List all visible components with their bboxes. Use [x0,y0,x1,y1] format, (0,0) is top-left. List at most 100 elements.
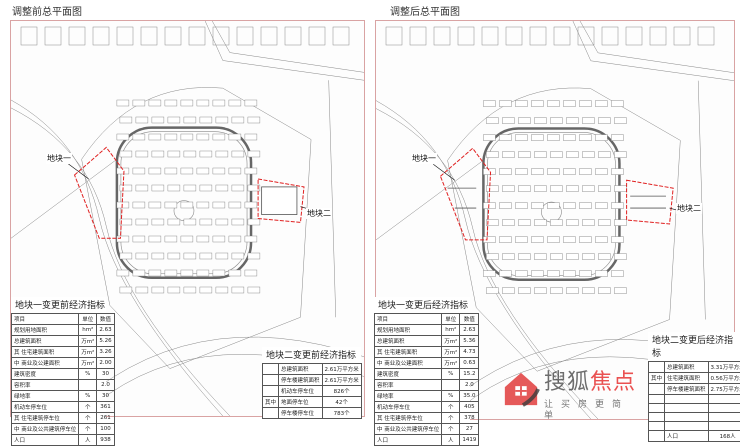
table-row [649,413,740,422]
header-cell: 项目 [375,314,442,325]
table-cell: 万m² [442,358,460,369]
table-cell: 机动车停车位 [375,402,442,413]
table-cell: 27 [460,424,479,435]
table-cell: 5.36 [460,336,479,347]
table-cell: 2.0 [97,380,114,391]
header-cell: 单位 [442,314,460,325]
table-cell: 停车楼停车位 [279,408,323,419]
table-cell: 5.26 [97,336,114,347]
table-cell: 168人 [708,431,740,442]
table-cell [649,431,665,442]
table-cell: 万m² [442,336,460,347]
header-cell: 单位 [79,314,97,325]
table-cell: 其 住宅建筑停车位 [375,413,442,424]
table-cell: 人口 [665,431,709,442]
table-cell: 机动车停车位 [279,386,323,397]
table-cell: 个 [79,424,97,435]
table-cell: 261 [97,413,114,424]
table-cell [263,375,279,386]
table-cell: 建筑密度 [375,369,442,380]
table-cell: 人口 [375,435,442,446]
table-cell: hm² [79,325,97,336]
table-cell: 总建筑面积 [279,364,323,375]
table-cell: 万m² [79,336,97,347]
table-title: 地块一变更前经济指标 [15,298,106,311]
plot2-label: 地块二 [306,208,332,219]
table-cell: 4.73 [460,347,479,358]
table-cell: 361 [97,402,114,413]
table-cell: 规划用地面积 [12,325,79,336]
table-cell: 1419 [460,435,479,446]
table-cell [649,362,665,373]
table-cell [649,404,665,413]
table-cell [665,404,709,413]
table-cell: 总建筑面积 [665,362,709,373]
table-cell: 个 [79,402,97,413]
header-cell: 项目 [12,314,79,325]
table-cell [665,413,709,422]
table-cell: 容积率 [12,380,79,391]
table-cell: 个 [79,413,97,424]
table-cell: 总建筑面积 [375,336,442,347]
table-cell: % [442,391,460,402]
table-cell: 0.56万平方米 [708,373,740,384]
table-title: 地块一变更后经济指标 [378,298,470,311]
table-cell: 其 住宅建筑面积 [12,347,79,358]
table-cell: 个 [442,402,460,413]
table-cell: 2.63 [460,325,479,336]
table-cell: 万m² [79,347,97,358]
table-cell: 其中 [263,397,279,408]
table-cell: hm² [442,325,460,336]
table-cell [708,413,740,422]
table-cell [263,364,279,375]
table-row: 绿地率%35.0 [375,391,479,402]
table-cell: 个 [442,424,460,435]
table-cell: 人口 [12,435,79,446]
table-cell: 2.75万平方米 [708,384,740,395]
plot1-label: 地块一 [46,153,72,164]
table-cell: 中 商业及公建面积 [12,358,79,369]
table-cell: % [442,369,460,380]
table-cell: % [79,369,97,380]
table-cell: 地面停车位 [279,397,323,408]
table-cell: 405 [460,402,479,413]
table-cell: 30 [97,369,114,380]
parking-building [262,187,297,215]
table-cell: 35.0 [460,391,479,402]
table-cell: 2.0 [460,380,479,391]
table-cell [708,395,740,404]
table-cell [79,380,97,391]
table-cell: 2.61万平方米 [322,375,361,386]
table-header: 项目单位数值 [12,314,115,325]
table-cell: 机动车停车位 [12,402,79,413]
right-plot2-indicator-table: 地块二变更后经济指标 总建筑面积3.31万平方米其中住宅建筑面积0.56万平方米… [648,332,738,442]
table-cell: 3.26 [97,347,114,358]
table-row [649,395,740,404]
table-cell: 中 商业及公共建筑停车位 [12,424,79,435]
left-plan-title: 调整前总平面图 [12,3,82,18]
table-cell: 万m² [442,347,460,358]
table-cell: 建筑密度 [12,369,79,380]
table-cell [665,395,709,404]
plot-boundaries [440,148,673,240]
table-cell: 万m² [79,358,97,369]
plot2-boundary [627,180,674,224]
table-cell: 其中 [649,373,665,384]
table-cell: 人 [442,435,460,446]
table-cell: 停车楼建筑面积 [279,375,323,386]
